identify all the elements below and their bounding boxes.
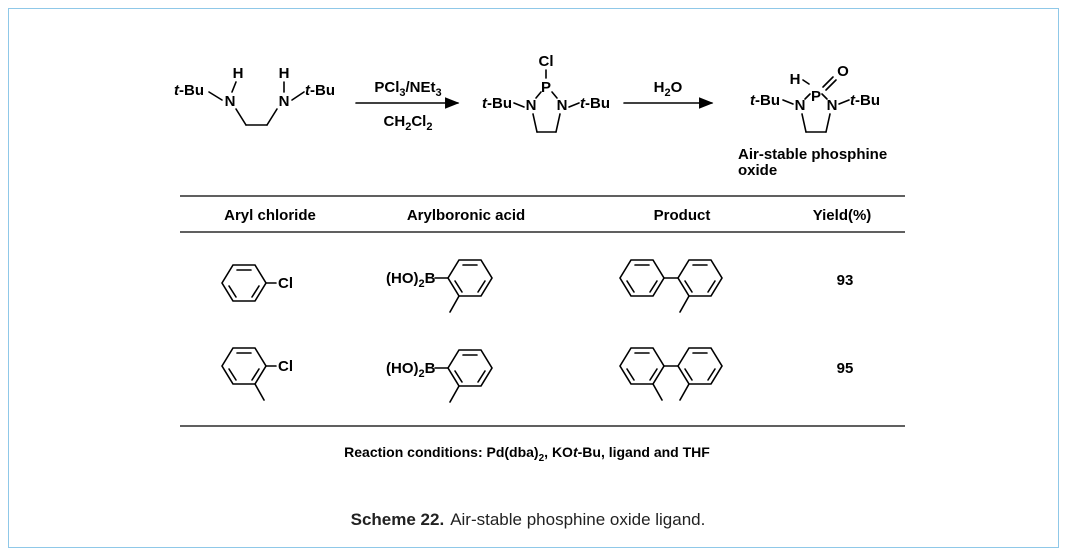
reactant-diamine: t-Bu N H N H t-Bu [174, 65, 335, 126]
table-row: Cl (HO)2B [221, 347, 854, 403]
atom-n: N [557, 97, 568, 114]
header-arylboronic-acid: Arylboronic acid [407, 207, 525, 224]
structure-2-2-dimethylbiphenyl [619, 347, 723, 401]
svg-text:t-Bu: t-Bu [305, 82, 335, 99]
boronic-label: (HO)2B [386, 360, 436, 380]
structure-2-chlorotoluene: Cl [221, 347, 293, 401]
substituent-cl: Cl [278, 275, 293, 292]
reaction-conditions: Reaction conditions: Pd(dba)2, KOt-Bu, l… [344, 444, 710, 464]
reagent-ch2cl2: CH2Cl2 [384, 113, 433, 133]
yield-value: 93 [837, 272, 854, 289]
product-phosphine-oxide: H O P t-Bu N N t-Bu Air-stable phosphine… [738, 63, 887, 179]
atom-n: N [526, 97, 537, 114]
svg-text:t-Bu: t-Bu [482, 95, 512, 112]
header-yield: Yield(%) [813, 207, 872, 224]
atom-n: N [827, 97, 838, 114]
reagent-pcl3-net3: PCl3/NEt3 [374, 79, 441, 99]
structure-2-tolylboronic-acid: (HO)2B [386, 259, 493, 313]
reaction-arrow-1: PCl3/NEt3 CH2Cl2 [355, 79, 460, 133]
results-table: Aryl chloride Arylboronic acid Product Y… [180, 195, 905, 427]
svg-text:t-Bu: t-Bu [580, 95, 610, 112]
atom-h-right: H [279, 65, 290, 82]
table-row: Cl (HO)2B [221, 259, 854, 313]
atom-n: N [795, 97, 806, 114]
structure-2-methylbiphenyl [619, 259, 723, 313]
atom-cl: Cl [539, 53, 554, 70]
svg-text:t-Bu: t-Bu [750, 92, 780, 109]
atom-h-left: H [233, 65, 244, 82]
atom-h: H [790, 71, 801, 88]
product-label-line2: oxide [738, 162, 777, 179]
structure-chlorobenzene: Cl [221, 264, 293, 302]
figure-frame [8, 8, 1059, 548]
reaction-arrow-2: H2O [623, 79, 714, 109]
atom-o: O [837, 63, 849, 80]
structure-2-tolylboronic-acid: (HO)2B [386, 349, 493, 403]
caption-text: Air-stable phosphine oxide ligand. [450, 510, 705, 529]
svg-text:t-Bu: t-Bu [850, 92, 880, 109]
atom-p: P [541, 79, 551, 96]
atom-n-right: N [279, 93, 290, 110]
product-label-line1: Air-stable phosphine [738, 146, 887, 163]
svg-text:t-Bu: t-Bu [174, 82, 204, 99]
boronic-label: (HO)2B [386, 270, 436, 290]
intermediate-chlorophospholidine: Cl P t-Bu N N t-Bu [482, 53, 610, 133]
header-product: Product [654, 207, 711, 224]
header-aryl-chloride: Aryl chloride [224, 207, 316, 224]
yield-value: 95 [837, 360, 854, 377]
figure-caption: Scheme 22. Air-stable phosphine oxide lig… [351, 510, 706, 529]
caption-label: Scheme 22. [351, 510, 445, 529]
atom-n-left: N [225, 93, 236, 110]
atom-p: P [811, 88, 821, 105]
substituent-cl: Cl [278, 358, 293, 375]
reagent-h2o: H2O [654, 79, 683, 99]
